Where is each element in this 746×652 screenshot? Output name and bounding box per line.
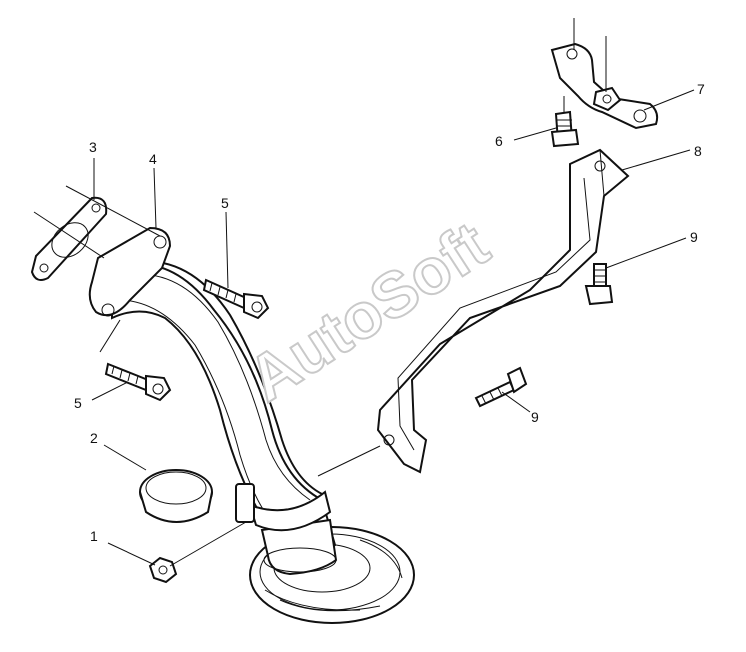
callout-3: 3: [89, 139, 97, 155]
bolt-nine-lower: [474, 366, 528, 408]
clamp-ring: [139, 469, 213, 523]
callout-9-upper: 9: [690, 229, 698, 245]
nut: [148, 556, 178, 584]
callout-5-lower: 5: [74, 395, 82, 411]
callout-9-lower: 9: [531, 409, 539, 425]
bolt-upper: [202, 278, 270, 320]
callout-2: 2: [90, 430, 98, 446]
mount-bracket: [550, 42, 659, 130]
gasket: [30, 196, 108, 281]
support-strap: [376, 148, 630, 474]
watermark: AutoSoft: [235, 208, 501, 416]
callout-4: 4: [149, 151, 157, 167]
bolt-lower: [104, 362, 172, 402]
bolt-six: [550, 110, 580, 148]
callout-6: 6: [495, 133, 503, 149]
callout-7: 7: [697, 81, 705, 97]
callout-1: 1: [90, 528, 98, 544]
leader-lines: [33, 18, 695, 567]
callout-8: 8: [694, 143, 702, 159]
bolt-nine-upper: [584, 263, 614, 306]
callout-5-upper: 5: [221, 195, 229, 211]
pickup-pipe: [88, 226, 338, 576]
